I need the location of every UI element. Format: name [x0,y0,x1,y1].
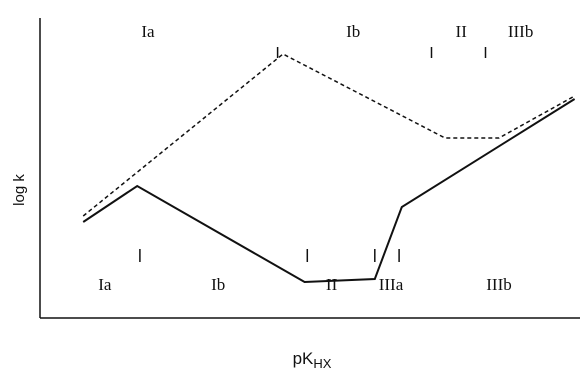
region-ticks [139,47,487,262]
series-line-solid [82,98,576,284]
axes [39,18,580,319]
region-label-top: Ia [141,22,155,41]
region-label-bottom: II [326,275,338,294]
y-axis-label: log k [11,174,28,206]
region-label-top: IIIb [508,22,533,41]
region-label-top: II [456,22,468,41]
region-label-top: Ib [346,22,360,41]
x-axis-label: pKHX [293,349,332,371]
region-label-bottom: IIIa [379,275,404,294]
series-layer [82,53,576,284]
x-axis-label-main: pK [293,349,314,368]
region-label-bottom: IIIb [486,275,511,294]
x-axis-label-sub: HX [313,356,331,371]
region-label-bottom: Ib [211,275,225,294]
region-label-bottom: Ia [98,275,112,294]
series-line-dashed [82,53,575,217]
